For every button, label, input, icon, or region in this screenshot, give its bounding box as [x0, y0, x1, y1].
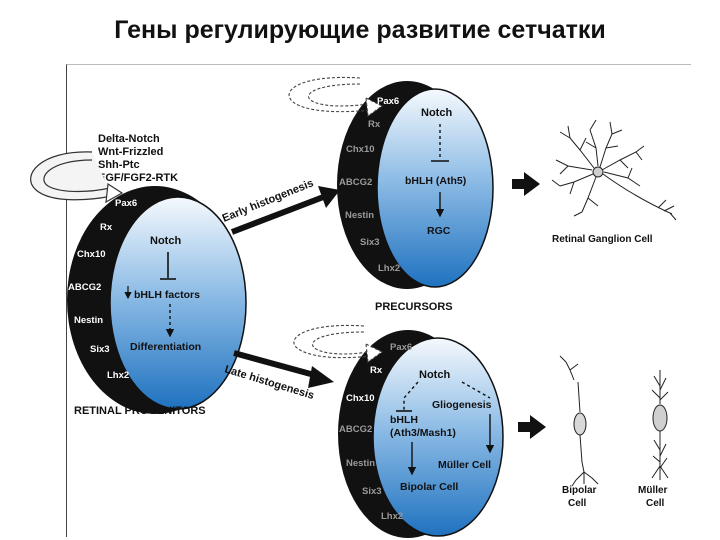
early-bhlh-label: bHLH (Ath5)	[405, 175, 466, 187]
late-histogenesis-arrow: Late histogenesis	[223, 353, 334, 402]
early-rgc-label: RGC	[427, 225, 451, 237]
muller-cell-label-line1: Müller	[638, 485, 668, 496]
early-histogenesis-arrow: Early histogenesis	[221, 177, 340, 232]
late-marker-lhx2: Lhx2	[381, 511, 403, 522]
late-marker-nestin: Nestin	[346, 458, 375, 469]
bipolar-cell-label-line1: Bipolar	[562, 485, 597, 496]
early-notch-label: Notch	[421, 107, 452, 119]
late-recycle-dashed-arrow	[294, 325, 382, 362]
late-marker-chx10: Chx10	[346, 393, 375, 404]
late-marker-rx: Rx	[370, 365, 383, 376]
signal-list: Delta-Notch Wnt-Frizzled Shh-Ptc EGF/FGF…	[98, 133, 178, 184]
marker-six3: Six3	[90, 344, 110, 355]
progenitor-caption: RETINAL PROGENITORS	[74, 405, 206, 417]
late-bhlh-sub-label: (Ath3/Mash1)	[390, 427, 456, 439]
late-gliogenesis-label: Gliogenesis	[432, 399, 492, 411]
late-bipolar-label: Bipolar Cell	[400, 481, 458, 493]
signal-egf-fgf2-rtk: EGF/FGF2-RTK	[98, 172, 178, 184]
early-marker-chx10: Chx10	[346, 144, 375, 155]
bipolar-cell-icon	[560, 356, 598, 486]
early-marker-abcg2: ABCG2	[339, 177, 372, 188]
bipolar-cell-label-line2: Cell	[568, 498, 587, 509]
early-marker-lhx2: Lhx2	[378, 263, 400, 274]
late-muller-label: Müller Cell	[438, 459, 491, 471]
signal-delta-notch: Delta-Notch	[98, 133, 160, 145]
precursors-label: PRECURSORS	[375, 301, 453, 313]
marker-lhx2: Lhx2	[107, 370, 129, 381]
ganglion-cell-icon	[552, 120, 676, 220]
progenitor-notch-label: Notch	[150, 235, 181, 247]
early-marker-nestin: Nestin	[345, 210, 374, 221]
marker-abcg2: ABCG2	[68, 282, 101, 293]
muller-cell-label-line2: Cell	[646, 498, 665, 509]
progenitor-bhlh-label: bHLH factors	[134, 289, 200, 301]
late-marker-pax6: Pax6	[390, 342, 412, 353]
early-output-arrow	[512, 172, 540, 196]
marker-chx10: Chx10	[77, 249, 106, 260]
signal-wnt-frizzled: Wnt-Frizzled	[98, 146, 163, 158]
late-marker-abcg2: ABCG2	[339, 424, 372, 435]
marker-rx: Rx	[100, 222, 113, 233]
marker-nestin: Nestin	[74, 315, 103, 326]
muller-cell-icon	[652, 370, 668, 480]
late-notch-label: Notch	[419, 369, 450, 381]
early-marker-rx: Rx	[368, 119, 381, 130]
late-output-arrow	[518, 415, 546, 439]
late-bhlh-label: bHLH	[390, 414, 418, 426]
marker-pax6: Pax6	[115, 198, 137, 209]
late-marker-six3: Six3	[362, 486, 382, 497]
progenitor-differentiation-label: Differentiation	[130, 341, 201, 353]
signal-shh-ptc: Shh-Ptc	[98, 159, 140, 171]
early-recycle-dashed-arrow	[289, 77, 382, 116]
early-marker-six3: Six3	[360, 237, 380, 248]
ganglion-cell-label: Retinal Ganglion Cell	[552, 234, 653, 245]
